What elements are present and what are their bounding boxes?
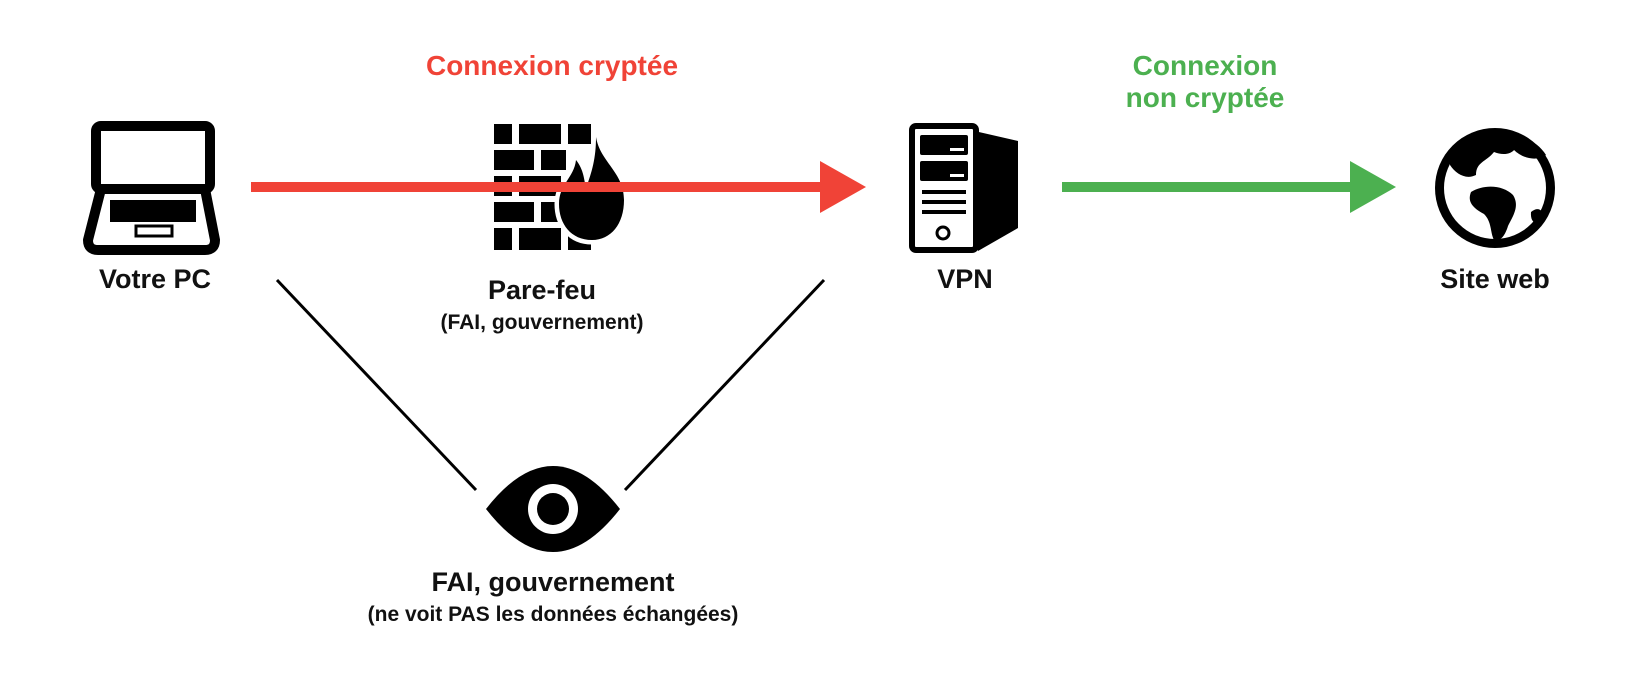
website-label: Site web (1440, 264, 1550, 294)
server-icon (909, 123, 1018, 253)
unencrypted-arrow (1062, 161, 1396, 213)
observer-label: FAI, gouvernement (431, 567, 675, 597)
encrypted-connection-label: Connexion cryptée (425, 50, 679, 81)
vpn-label: VPN (937, 264, 993, 294)
laptop-icon (83, 121, 220, 255)
observer-line-right (623, 278, 826, 492)
observer-line-left (275, 278, 478, 492)
firewall-sublabel: (FAI, gouvernement) (440, 311, 644, 334)
unencrypted-label-line2: non cryptée (1125, 82, 1285, 114)
globe-icon (1435, 128, 1555, 248)
unencrypted-connection-label: Connexion non cryptée (1126, 50, 1285, 114)
firewall-label: Pare-feu (487, 275, 597, 305)
encrypted-arrow (251, 161, 866, 213)
pc-label: Votre PC (98, 264, 212, 294)
eye-icon (486, 466, 620, 552)
unencrypted-label-line1: Connexion (1132, 50, 1278, 81)
observer-sublabel: (ne voit PAS les données échangées) (367, 603, 739, 626)
